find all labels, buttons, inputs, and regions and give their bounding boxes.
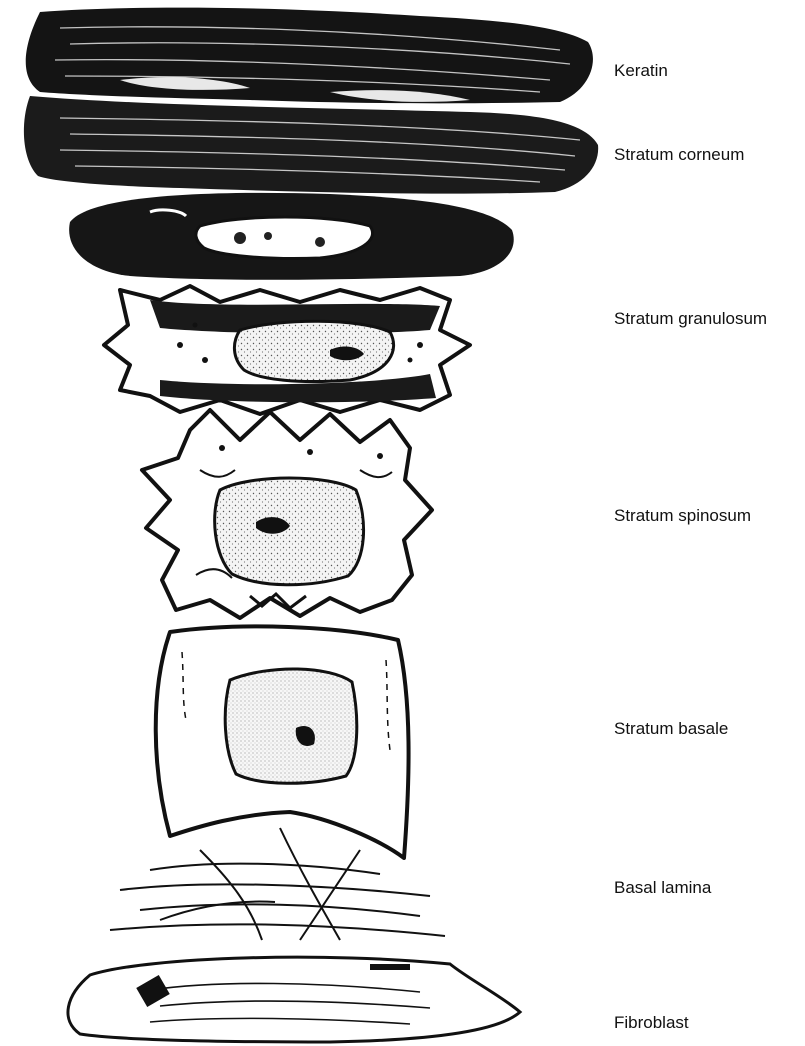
label-keratin: Keratin [614,61,668,80]
label-basal-lamina: Basal lamina [614,878,712,897]
stratum-corneum-layer [24,8,598,194]
stratum-basale-cell [156,626,409,858]
label-fibroblast: Fibroblast [614,1013,689,1032]
stratum-granulosum-cell [104,286,470,414]
stratum-spinosum-cell [142,410,432,618]
layer-labels: Keratin Stratum corneum Stratum granulos… [614,61,767,1032]
flattened-granular-cell [69,193,514,280]
label-stratum-spinosum: Stratum spinosum [614,506,751,525]
label-stratum-granulosum: Stratum granulosum [614,309,767,328]
label-stratum-basale: Stratum basale [614,719,728,738]
label-stratum-corneum: Stratum corneum [614,145,744,164]
fibroblast-cell [68,957,520,1042]
